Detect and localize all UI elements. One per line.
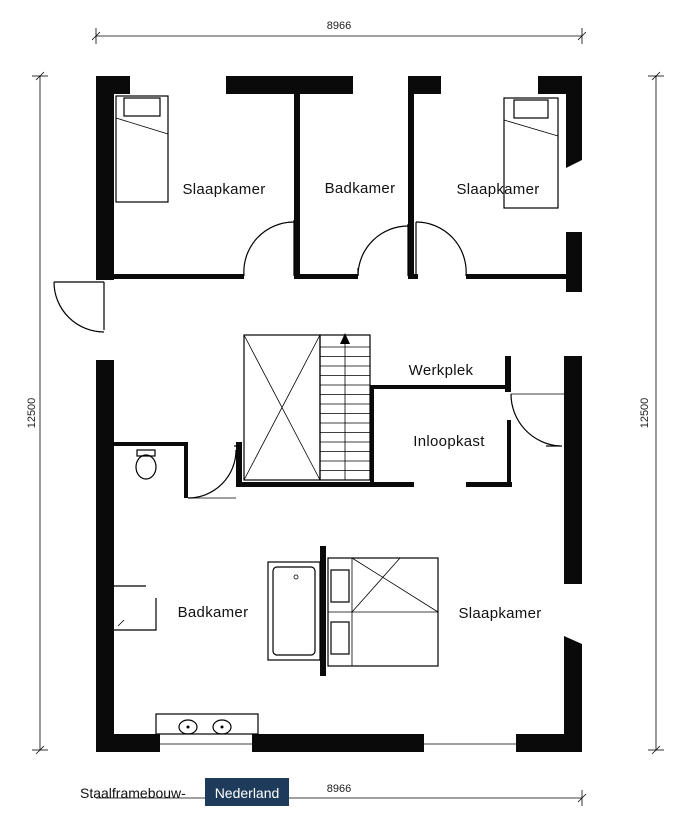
room-label-badkamer-top: Badkamer	[325, 180, 396, 197]
dimension-top: 8966	[91, 20, 587, 44]
double-sink	[155, 713, 259, 735]
dimension-bottom-label: 8966	[327, 783, 351, 795]
door-badkamer-top	[357, 224, 409, 277]
entrance-door	[53, 281, 105, 333]
dimension-left: 12500	[26, 71, 48, 755]
dimension-left-label: 12500	[26, 398, 38, 429]
interior-walls	[114, 94, 566, 676]
room-label-inloopkast: Inloopkast	[413, 433, 485, 450]
logo-text-part2: Nederland	[215, 785, 280, 801]
dimension-bottom: 8966	[96, 783, 587, 806]
door-slaapkamer-left	[243, 220, 295, 277]
door-slaapkamer-right	[415, 221, 467, 277]
shower	[114, 585, 157, 631]
dimension-right: 12500	[639, 71, 664, 755]
master-bed	[327, 557, 439, 667]
bathtub	[267, 561, 321, 661]
toilet	[135, 449, 157, 480]
bed-right	[503, 97, 559, 209]
dimension-top-label: 8966	[327, 20, 351, 32]
staircase	[319, 333, 371, 481]
exterior-walls	[96, 76, 582, 752]
logo-text-part1: Staalframebouw-	[80, 785, 186, 801]
room-label-slaapkamer-right: Slaapkamer	[456, 181, 539, 198]
void-opening	[243, 334, 321, 481]
room-label-slaapkamer-main: Slaapkamer	[458, 605, 541, 622]
door-inloopkast-side	[510, 393, 564, 447]
company-logo: Staalframebouw- Nederland	[80, 778, 289, 806]
door-toilet	[187, 445, 240, 499]
room-label-slaapkamer-left: Slaapkamer	[182, 181, 265, 198]
room-label-badkamer-bottom: Badkamer	[178, 604, 249, 621]
dimension-right-label: 12500	[639, 398, 651, 429]
room-label-werkplek: Werkplek	[409, 362, 474, 379]
bed-left	[115, 95, 169, 203]
